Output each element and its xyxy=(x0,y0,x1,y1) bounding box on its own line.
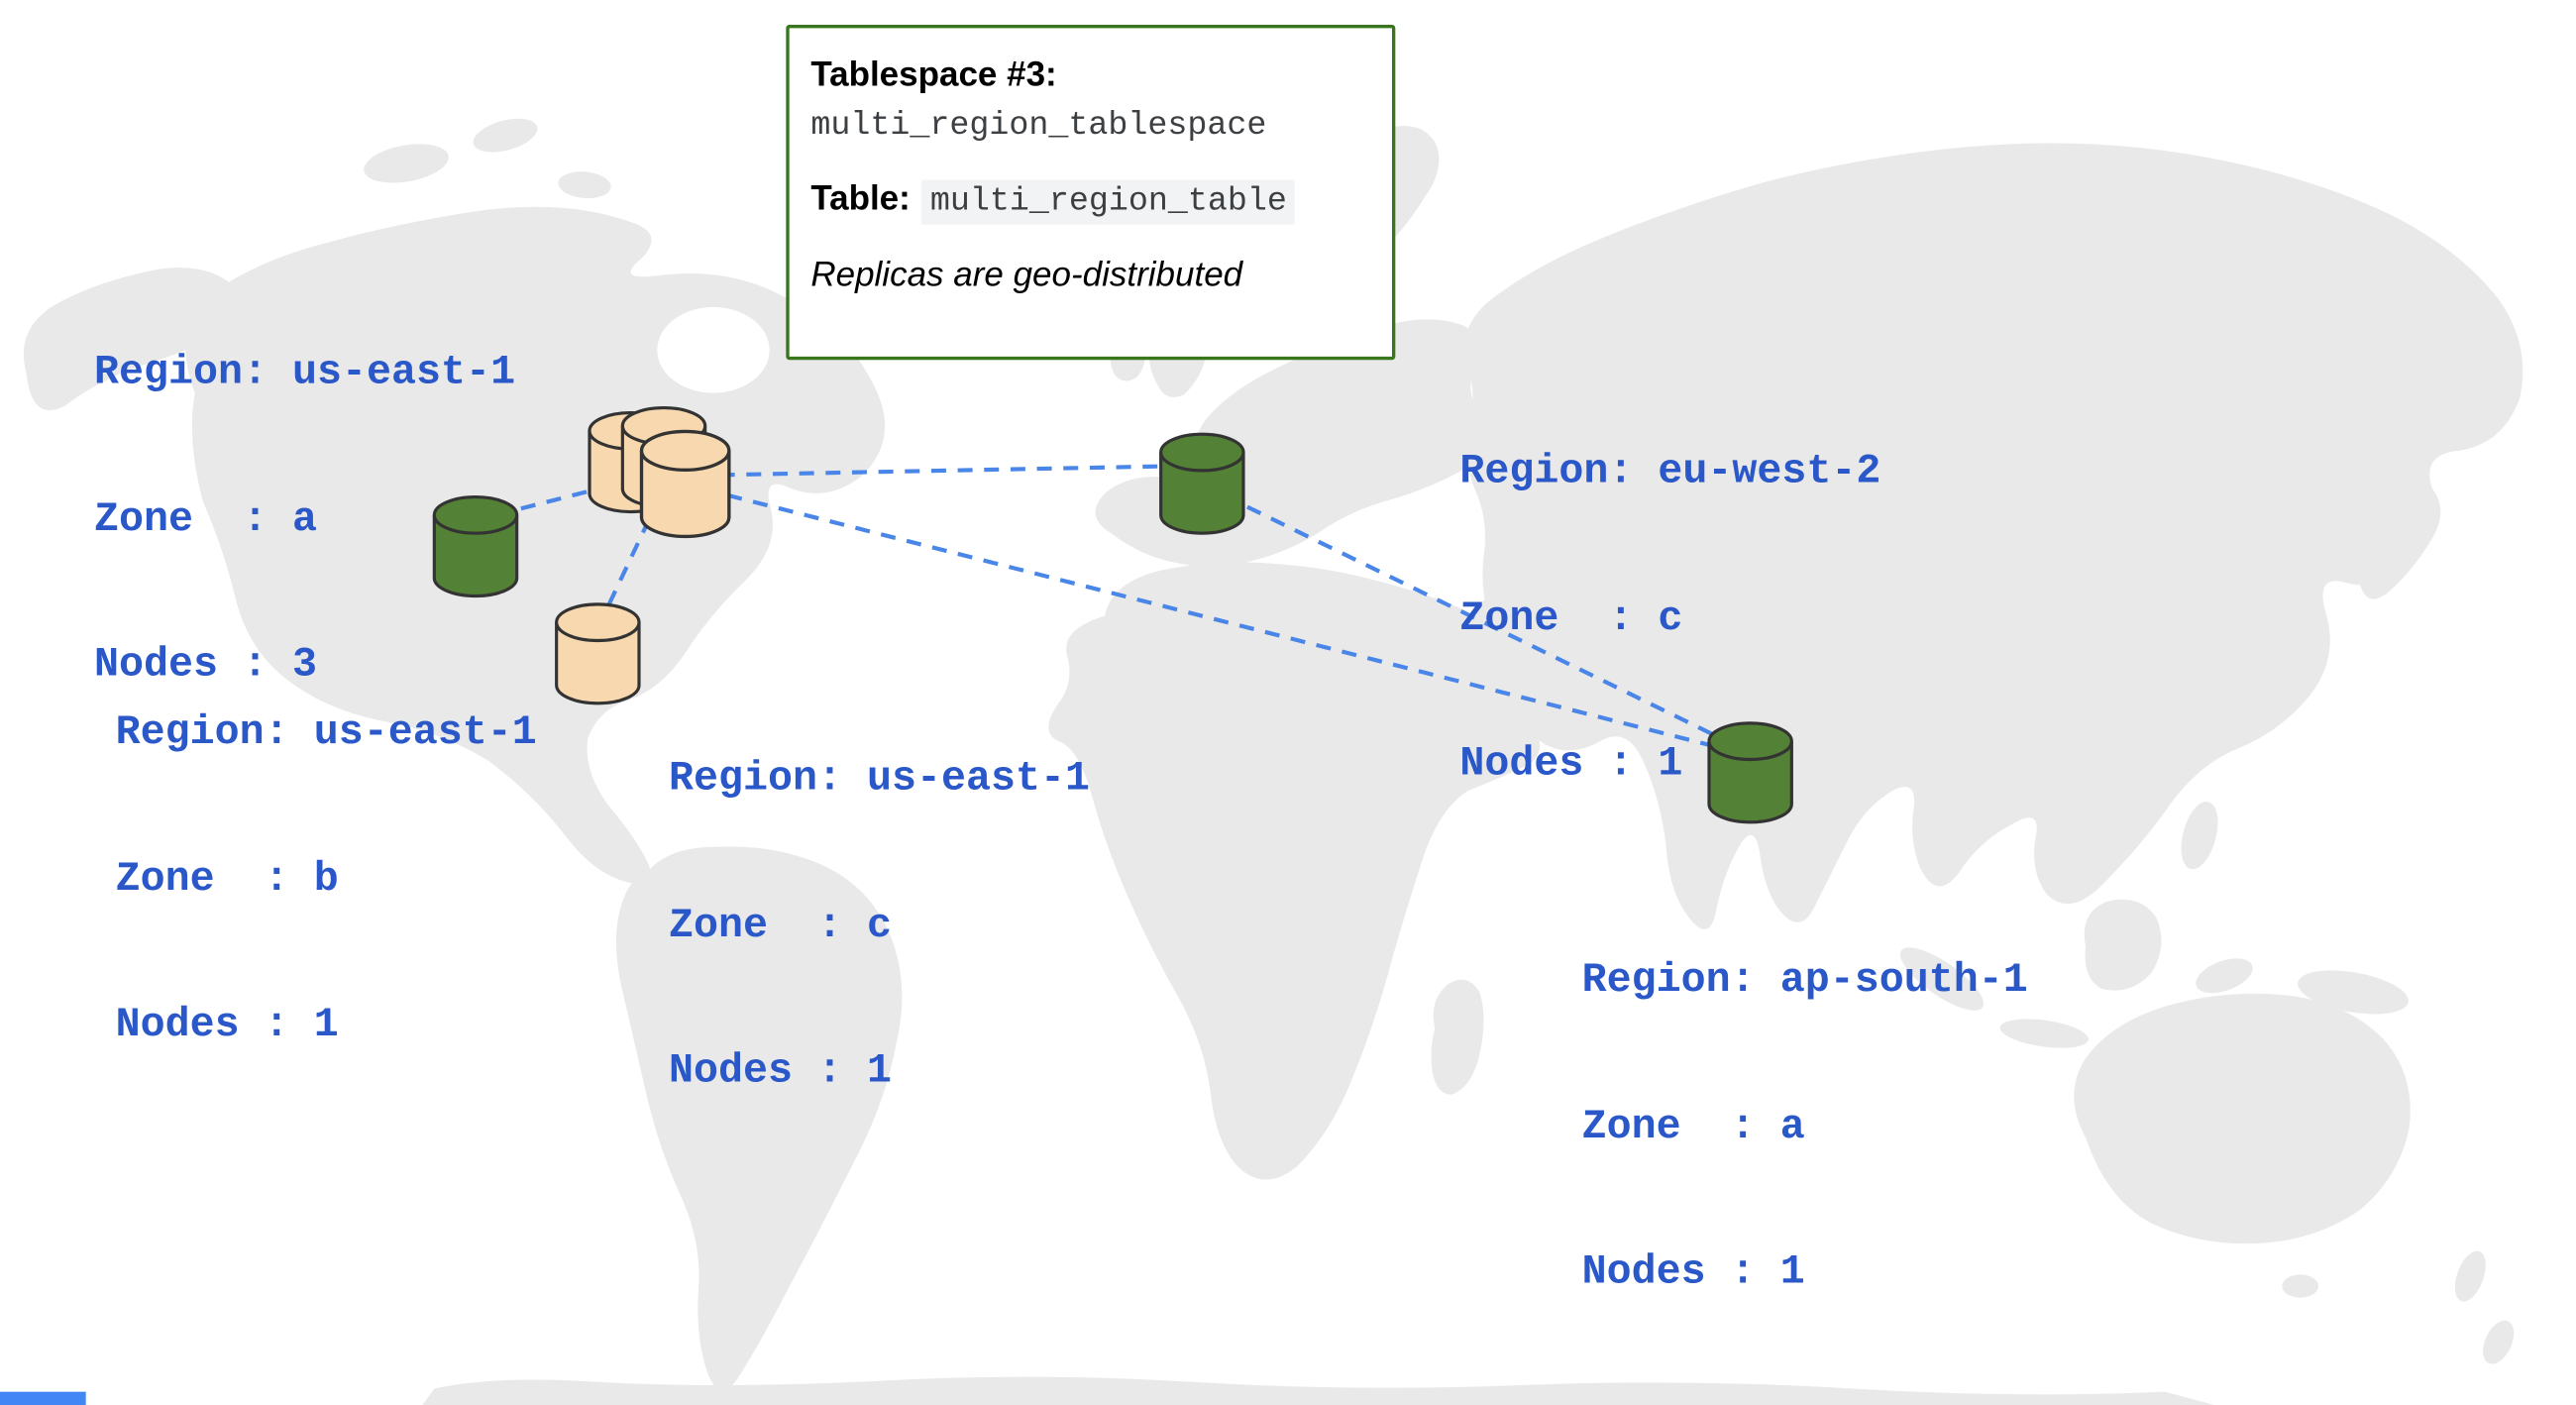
island-java xyxy=(1999,1019,2089,1048)
island-new-guinea xyxy=(2298,970,2409,1015)
replication-links xyxy=(494,463,1735,754)
island-japan xyxy=(2359,481,2441,599)
region-label-us-east-1-zone-c: Region: us-east-1 Zone : c Nodes : 1 xyxy=(669,657,1090,1193)
continent-australia xyxy=(2074,993,2411,1244)
region-label-ap-south-1-zone-a: Region: ap-south-1 Zone : a Nodes : 1 xyxy=(1582,858,2028,1394)
region-label-eu-west-2-zone-c: Region: eu-west-2 Zone : c Nodes : 1 xyxy=(1459,350,1880,886)
zone-line: Zone : a xyxy=(1581,1102,1805,1150)
region-line: Region: us-east-1 xyxy=(668,754,1091,803)
table-name: multi_region_table xyxy=(921,179,1296,225)
island-new-zealand-south xyxy=(2483,1320,2515,1364)
arctic-island xyxy=(558,171,611,199)
region-line: Region: ap-south-1 xyxy=(1581,955,2028,1005)
region-label-us-east-1-zone-b: Region: us-east-1 Zone : b Nodes : 1 xyxy=(116,611,537,1147)
nodes-line: Nodes : 1 xyxy=(1459,739,1683,788)
region-line: Region: eu-west-2 xyxy=(1459,447,1881,495)
nodes-line: Nodes : 1 xyxy=(115,1000,339,1049)
zone-line: Zone : b xyxy=(115,854,339,903)
nodes-line: Nodes : 3 xyxy=(93,640,318,689)
bottom-left-blue-artifact xyxy=(0,1391,86,1405)
continent-south-america xyxy=(615,846,903,1390)
replication-link-a-ap xyxy=(700,486,1735,754)
island-borneo xyxy=(2084,899,2162,991)
region-line: Region: us-east-1 xyxy=(115,707,537,757)
region-line: Region: us-east-1 xyxy=(93,348,516,396)
tablespace-name: multi_region_tablespace xyxy=(810,107,1267,146)
island-new-zealand-north xyxy=(2454,1250,2486,1302)
island-sumatra xyxy=(1899,947,1985,1011)
continent-alaska xyxy=(23,268,240,411)
zone-line: Zone : c xyxy=(1459,594,1683,642)
zone-line: Zone : c xyxy=(668,900,893,949)
zone-line: Zone : a xyxy=(93,494,318,543)
continent-africa xyxy=(1048,562,1541,1180)
island-sulawesi xyxy=(2196,958,2253,994)
table-label: Table: xyxy=(810,179,911,218)
db-cylinder xyxy=(639,429,731,539)
table-row: Table: multi_region_table xyxy=(810,179,1368,225)
nodes-line: Nodes : 1 xyxy=(668,1046,893,1095)
arctic-island xyxy=(473,118,538,153)
tablespace-label: Tablespace #3: xyxy=(810,55,1057,94)
nodes-line: Nodes : 1 xyxy=(1581,1247,1805,1297)
db-node-eu-west-2-zone-c xyxy=(1159,432,1245,535)
continent-antarctica xyxy=(422,1376,2214,1405)
db-node-us-east-1-zone-c xyxy=(555,602,641,705)
tablespace-info-box: Tablespace #3: multi_region_tablespace T… xyxy=(786,24,1396,361)
geo-distributed-note: Replicas are geo-distributed xyxy=(810,256,1243,294)
island-philippines xyxy=(2181,802,2218,870)
replication-link-a-eu xyxy=(693,463,1200,478)
hudson-bay xyxy=(657,306,770,393)
replication-link-a-c xyxy=(602,493,663,615)
arctic-island xyxy=(364,144,449,183)
region-label-us-east-1-zone-a: Region: us-east-1 Zone : a Nodes : 3 xyxy=(94,251,515,787)
island-tasmania xyxy=(2282,1274,2318,1298)
island-madagascar xyxy=(1431,979,1484,1095)
